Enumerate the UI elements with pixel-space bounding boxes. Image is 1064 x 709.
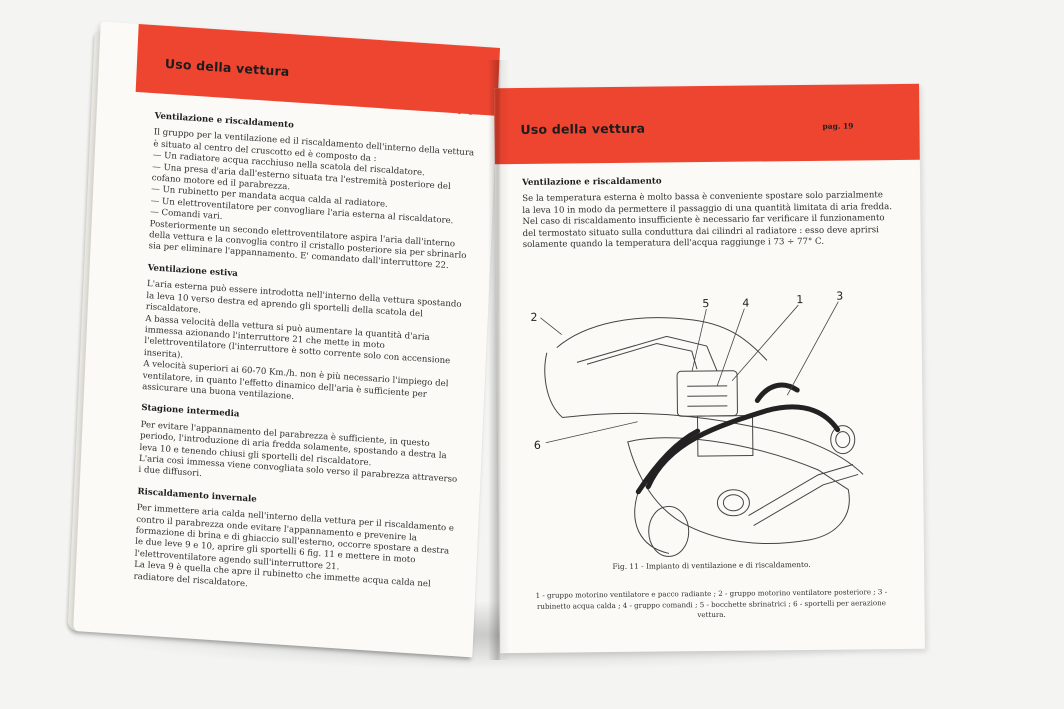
left-headlight-inner [722, 494, 744, 512]
car-roof-line [556, 317, 768, 361]
water-hose [754, 382, 800, 404]
figure-legend: 1 - gruppo motorino ventilatore e pacco … [535, 587, 888, 620]
windshield-glass [586, 343, 698, 370]
windshield-frame [576, 335, 718, 372]
front-grille [748, 464, 854, 517]
heater-radiator-fins [687, 385, 728, 407]
leader-line-6 [545, 421, 638, 444]
air-duct-left [635, 428, 701, 495]
front-bumper [753, 473, 859, 526]
leader-line-2 [540, 317, 562, 335]
right-headlight [830, 425, 856, 455]
section-body: Se la temperatura esterna è molto bassa … [522, 190, 893, 250]
section-body: L'aria esterna può essere introdotta nel… [142, 279, 462, 402]
left-page-number: pag. 18 [457, 105, 490, 117]
section-body: Il gruppo per la ventilazione ed il risc… [148, 127, 475, 272]
right-headlight-inner [835, 431, 851, 449]
left-headlight [716, 489, 750, 517]
car-side-line [562, 412, 864, 475]
heater-unit [676, 370, 738, 417]
callout-6: 6 [534, 439, 541, 452]
left-page: Uso della vettura pag. 18 Ventilazione e… [73, 21, 501, 658]
leader-line-3 [786, 301, 839, 396]
left-header-title: Uso della vettura [164, 55, 290, 80]
right-text-block: Ventilazione e riscaldamento Se la tempe… [522, 174, 893, 261]
leader-line-4 [716, 308, 745, 387]
section-body: Per immettere aria calda nell'interno de… [133, 503, 455, 590]
front-wheel [648, 505, 690, 557]
leader-line-1 [731, 304, 799, 382]
callout-4: 4 [742, 297, 749, 310]
callout-5: 5 [702, 297, 709, 310]
car-rear-outline [544, 352, 563, 418]
left-header-band: Uso della vettura [135, 24, 500, 116]
right-header-title: Uso della vettura [520, 120, 646, 137]
car-heating-diagram: 2 5 4 1 3 6 [530, 290, 864, 557]
air-duct-right [645, 404, 841, 490]
right-page-number: pag. 19 [822, 121, 854, 131]
left-text-block: Ventilazione e riscaldamento Il gruppo p… [133, 111, 478, 614]
callout-1: 1 [796, 293, 803, 306]
section-heading: Ventilazione e riscaldamento [521, 176, 662, 188]
engine-bay [627, 437, 850, 544]
front-wheel-arch [634, 491, 670, 554]
right-page: Uso della vettura pag. 19 Ventilazione e… [494, 83, 925, 654]
callout-2: 2 [530, 311, 537, 324]
right-header-band: Uso della vettura pag. 19 [494, 83, 920, 165]
leader-line-5 [691, 308, 707, 372]
callout-3: 3 [836, 290, 843, 303]
